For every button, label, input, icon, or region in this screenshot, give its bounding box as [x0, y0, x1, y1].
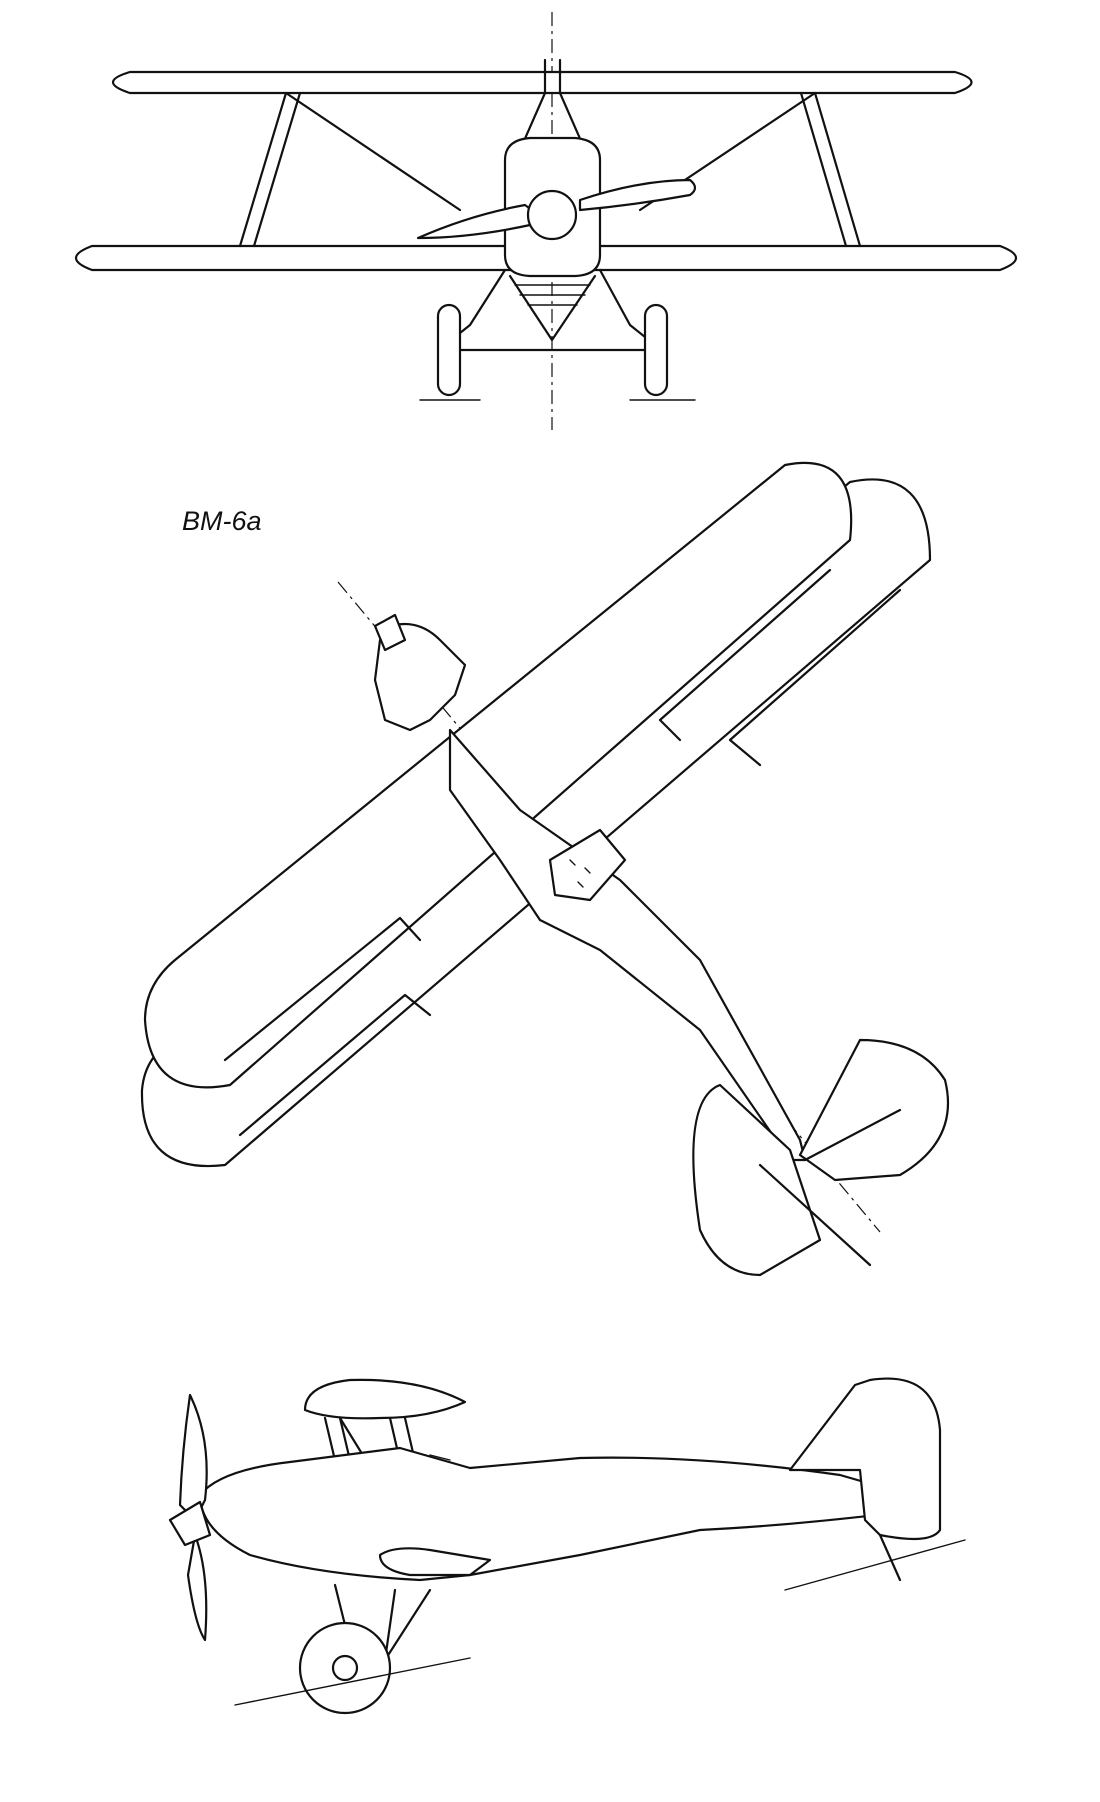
plan-engine-cowling [373, 622, 467, 732]
side-upper-wing [303, 1378, 467, 1420]
plan-right-tailplane [798, 1038, 950, 1182]
plan-view [140, 461, 950, 1277]
side-propeller [178, 1393, 208, 1522]
plan-left-tailplane [692, 1083, 822, 1277]
front-right-wheel [643, 303, 669, 397]
side-view [168, 1377, 966, 1715]
front-left-wheel [436, 303, 462, 397]
side-lower-wing [378, 1547, 492, 1577]
plan-cockpit [548, 828, 627, 902]
front-view [74, 12, 1018, 430]
plan-upper-wing [143, 461, 853, 1089]
side-fin-rudder [788, 1377, 942, 1541]
aircraft-designation-label: BM-6a [182, 506, 262, 536]
front-upper-wing [111, 70, 973, 95]
